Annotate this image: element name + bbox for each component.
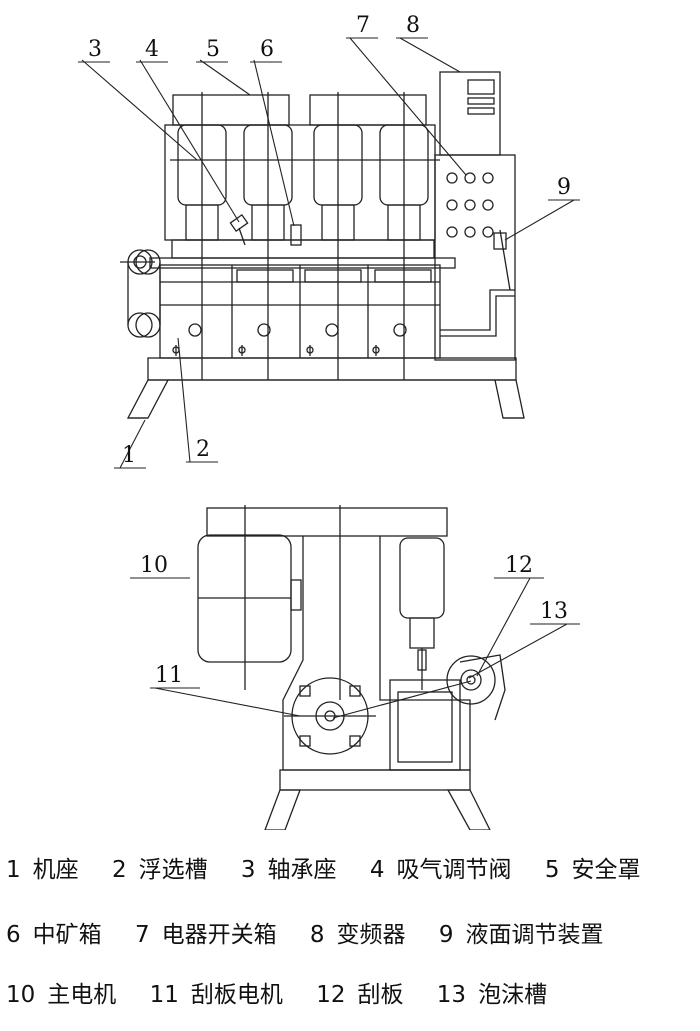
callout-10: 10 [140, 553, 168, 578]
scraper-motor [284, 677, 376, 755]
legend-label: 中矿箱 [32, 922, 102, 948]
legend-item: 12 刮板 [316, 975, 403, 1009]
legend-item: 11 刮板电机 [150, 975, 283, 1009]
legend-label: 主电机 [47, 982, 117, 1008]
machine-base [126, 357, 525, 419]
legend-number: 2 [111, 857, 127, 883]
callout-2: 2 [196, 437, 210, 462]
callout-underlines [78, 37, 580, 689]
callout-5: 5 [206, 37, 220, 62]
legend-item: 7 电器开关箱 [135, 915, 277, 949]
legend-row-2: 6 中矿箱 7 电器开关箱 8 变频器 9 液面调节装置 [6, 915, 700, 949]
side-base [264, 769, 491, 830]
leader-lines [81, 37, 575, 719]
legend-item: 4 吸气调节阀 [370, 850, 512, 884]
legend-label: 电器开关箱 [161, 922, 277, 948]
legend-item: 8 变频器 [310, 915, 406, 949]
back-frame [164, 124, 436, 241]
legend-label: 浮选槽 [138, 857, 208, 883]
legend-label: 变频器 [336, 922, 406, 948]
callout-1: 1 [122, 443, 136, 468]
callout-6: 6 [260, 37, 274, 62]
vertical-motor [399, 537, 445, 690]
legend-label: 吸气调节阀 [396, 857, 512, 883]
legend-number: 9 [438, 922, 454, 948]
legend-label: 刮板 [357, 982, 404, 1008]
machine-diagram: 3 4 5 6 7 8 9 1 2 10 11 12 13 [78, 13, 580, 830]
suction-valve [229, 213, 249, 246]
legend-item: 1 机座 [6, 850, 79, 884]
legend-label: 机座 [32, 857, 79, 883]
legend-item: 2 浮选槽 [112, 850, 208, 884]
legend-number: 7 [134, 922, 150, 948]
legend-label: 安全罩 [571, 857, 641, 883]
callout-9: 9 [557, 175, 571, 200]
legend-number: 3 [240, 857, 256, 883]
bearing-housings [170, 92, 440, 380]
scraper-wheel [446, 654, 506, 721]
middle-ore-box [290, 224, 302, 246]
callout-8: 8 [406, 13, 420, 38]
main-motor [197, 534, 302, 663]
legend-row-3: 10 主电机 11 刮板电机 12 刮板 13 泡沫槽 [6, 975, 700, 1009]
legend-number: 5 [544, 857, 560, 883]
callout-7: 7 [356, 13, 370, 38]
legend-item: 9 液面调节装置 [439, 915, 604, 949]
callout-13: 13 [540, 599, 568, 624]
legend-number: 4 [369, 857, 385, 883]
legend-label: 刮板电机 [190, 982, 283, 1008]
side-frame [206, 505, 471, 771]
legend-number: 6 [6, 922, 21, 948]
legend-label: 液面调节装置 [465, 922, 604, 948]
frequency-converter [439, 71, 501, 156]
shaft-rail [149, 239, 456, 283]
legend-number: 1 [6, 857, 21, 883]
callout-12: 12 [505, 553, 533, 578]
legend-number: 10 [6, 982, 36, 1008]
callout-11: 11 [155, 663, 183, 688]
legend-item: 3 轴承座 [241, 850, 337, 884]
safety-covers [172, 94, 427, 126]
legend-number: 11 [149, 982, 179, 1008]
legend-item: 5 安全罩 [545, 850, 641, 884]
legend-label: 泡沫槽 [478, 982, 548, 1008]
callout-3: 3 [88, 37, 102, 62]
legend-number: 8 [309, 922, 325, 948]
legend-item: 6 中矿箱 [6, 915, 102, 949]
callout-4: 4 [145, 37, 159, 62]
pulley-wheels [120, 249, 161, 338]
legend-number: 13 [436, 982, 467, 1008]
legend-label: 轴承座 [267, 857, 337, 883]
foam-trough [389, 679, 461, 771]
legend-number: 12 [316, 982, 346, 1008]
legend-row-1: 1 机座 2 浮选槽 3 轴承座 4 吸气调节阀 5 安全罩 [6, 850, 700, 884]
legend-item: 10 主电机 [6, 975, 116, 1009]
liquid-level-device [440, 229, 515, 337]
legend-item: 13 泡沫槽 [437, 975, 547, 1009]
